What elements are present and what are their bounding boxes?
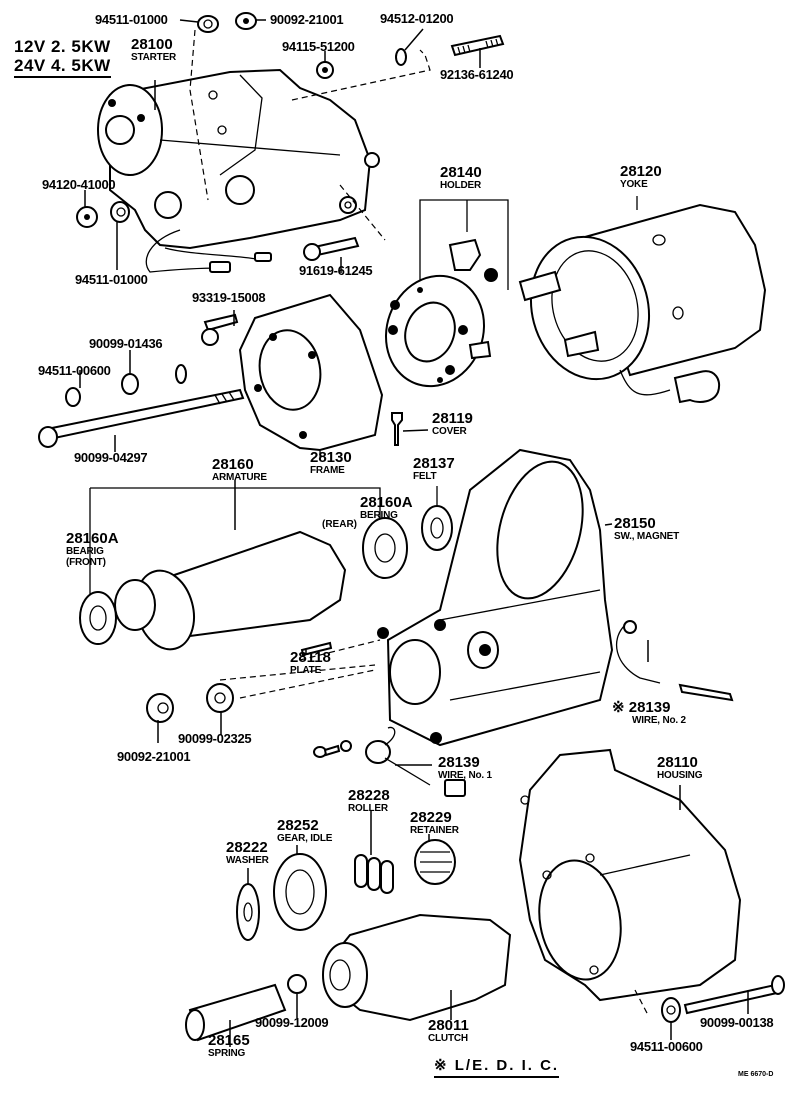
gear-idle-name: GEAR, IDLE [277, 833, 333, 844]
clutch-number: 28011 [428, 1017, 469, 1034]
legend-note: ※ L/E. D. I. C. [434, 1056, 560, 1078]
bearing-front-position: (FRONT) [66, 557, 106, 568]
armature-name: ARMATURE [212, 472, 267, 483]
washer-name: WASHER [226, 855, 269, 866]
yoke-drawing [518, 196, 767, 404]
bearing-front-number: 28160A [66, 530, 119, 547]
part-label-90099-12009: 90099-12009 [255, 1015, 329, 1030]
part-label-94511-01000-top: 94511-01000 [95, 12, 168, 27]
retainer-number: 28229 [410, 809, 452, 826]
fasteners-bottom-drawing [661, 975, 785, 1023]
wire-no2-name: WIRE, No. 2 [632, 715, 686, 726]
armature-drawing [79, 486, 453, 681]
yoke-name: YOKE [620, 179, 648, 190]
leader-lines [79, 19, 749, 1047]
roller-name: ROLLER [348, 803, 388, 814]
armature-number: 28160 [212, 456, 254, 473]
spring-number: 28165 [208, 1032, 250, 1049]
retainer-name: RETAINER [410, 825, 459, 836]
bearing-front-name: BEARIG [66, 546, 104, 557]
drawing-code: ME 6670-D [738, 1071, 774, 1078]
wire-no1-name: WIRE, No. 1 [438, 770, 492, 781]
part-label-90099-00138: 90099-00138 [700, 1015, 774, 1030]
part-label-90092-21001-top: 90092-21001 [270, 12, 344, 27]
sw-magnet-number: 28150 [614, 515, 656, 532]
part-label-94511-00600-left: 94511-00600 [38, 363, 111, 378]
frame-drawing [38, 293, 403, 458]
housing-number: 28110 [657, 754, 698, 771]
frame-name: FRAME [310, 465, 345, 476]
sw-magnet-name: SW., MAGNET [614, 531, 680, 542]
frame-number: 28130 [310, 449, 352, 466]
part-label-90099-04297: 90099-04297 [74, 450, 148, 465]
part-label-91619-61245: 91619-61245 [299, 263, 373, 278]
part-label-90092-21001-mid: 90092-21001 [117, 749, 191, 764]
part-label-94120-41000: 94120-41000 [42, 177, 116, 192]
part-label-94512-01200: 94512-01200 [380, 11, 454, 26]
starter-number: 28100 [131, 36, 173, 53]
spec-12v: 12V 2. 5KW [14, 37, 111, 56]
fasteners-left-drawing [76, 201, 360, 261]
holder-name: HOLDER [440, 180, 482, 191]
bearing-rear-number: 28160A [360, 494, 413, 511]
plate-name: PLATE [290, 665, 322, 676]
part-label-92136-61240: 92136-61240 [440, 67, 514, 82]
yoke-number: 28120 [620, 163, 662, 180]
cover-name: COVER [432, 426, 467, 437]
felt-name: FELT [413, 471, 437, 482]
spring-name: SPRING [208, 1048, 246, 1059]
starter-name: STARTER [131, 52, 177, 63]
wire-no1-number: 28139 [438, 754, 480, 771]
bearing-rear-name: BERING [360, 510, 398, 521]
cover-number: 28119 [432, 410, 473, 427]
housing-drawing [518, 748, 742, 1016]
clutch-name: CLUTCH [428, 1033, 468, 1044]
part-label-90099-02325: 90099-02325 [178, 731, 252, 746]
bearing-rear-position: (REAR) [322, 519, 357, 530]
wire-no2-mark: ※ [612, 699, 625, 716]
fasteners-top-drawing [189, 12, 505, 241]
part-label-93319-15008: 93319-15008 [192, 290, 266, 305]
fasteners-middle-drawing [146, 669, 466, 797]
wire-no2-number: 28139 [628, 699, 671, 716]
roller-number: 28228 [348, 787, 390, 804]
plate-number: 28118 [290, 649, 331, 666]
starter-assembly-drawing [97, 68, 380, 273]
part-label-94511-01000-left: 94511-01000 [75, 272, 148, 287]
part-label-94511-00600-bottom: 94511-00600 [630, 1039, 703, 1054]
voltage-power-spec: 12V 2. 5KW 24V 4. 5KW [14, 37, 111, 78]
part-label-90099-01436: 90099-01436 [89, 336, 163, 351]
part-label-94115-51200: 94115-51200 [282, 39, 355, 54]
housing-name: HOUSING [657, 770, 703, 781]
brush-holder-drawing [384, 199, 509, 388]
washer-number: 28222 [226, 839, 268, 856]
felt-number: 28137 [413, 455, 455, 472]
holder-number: 28140 [440, 164, 482, 181]
gear-idle-number: 28252 [277, 817, 319, 834]
spec-24v: 24V 4. 5KW [14, 56, 111, 78]
clutch-gears-drawing [185, 839, 512, 1042]
switch-magnet-drawing [377, 448, 734, 747]
